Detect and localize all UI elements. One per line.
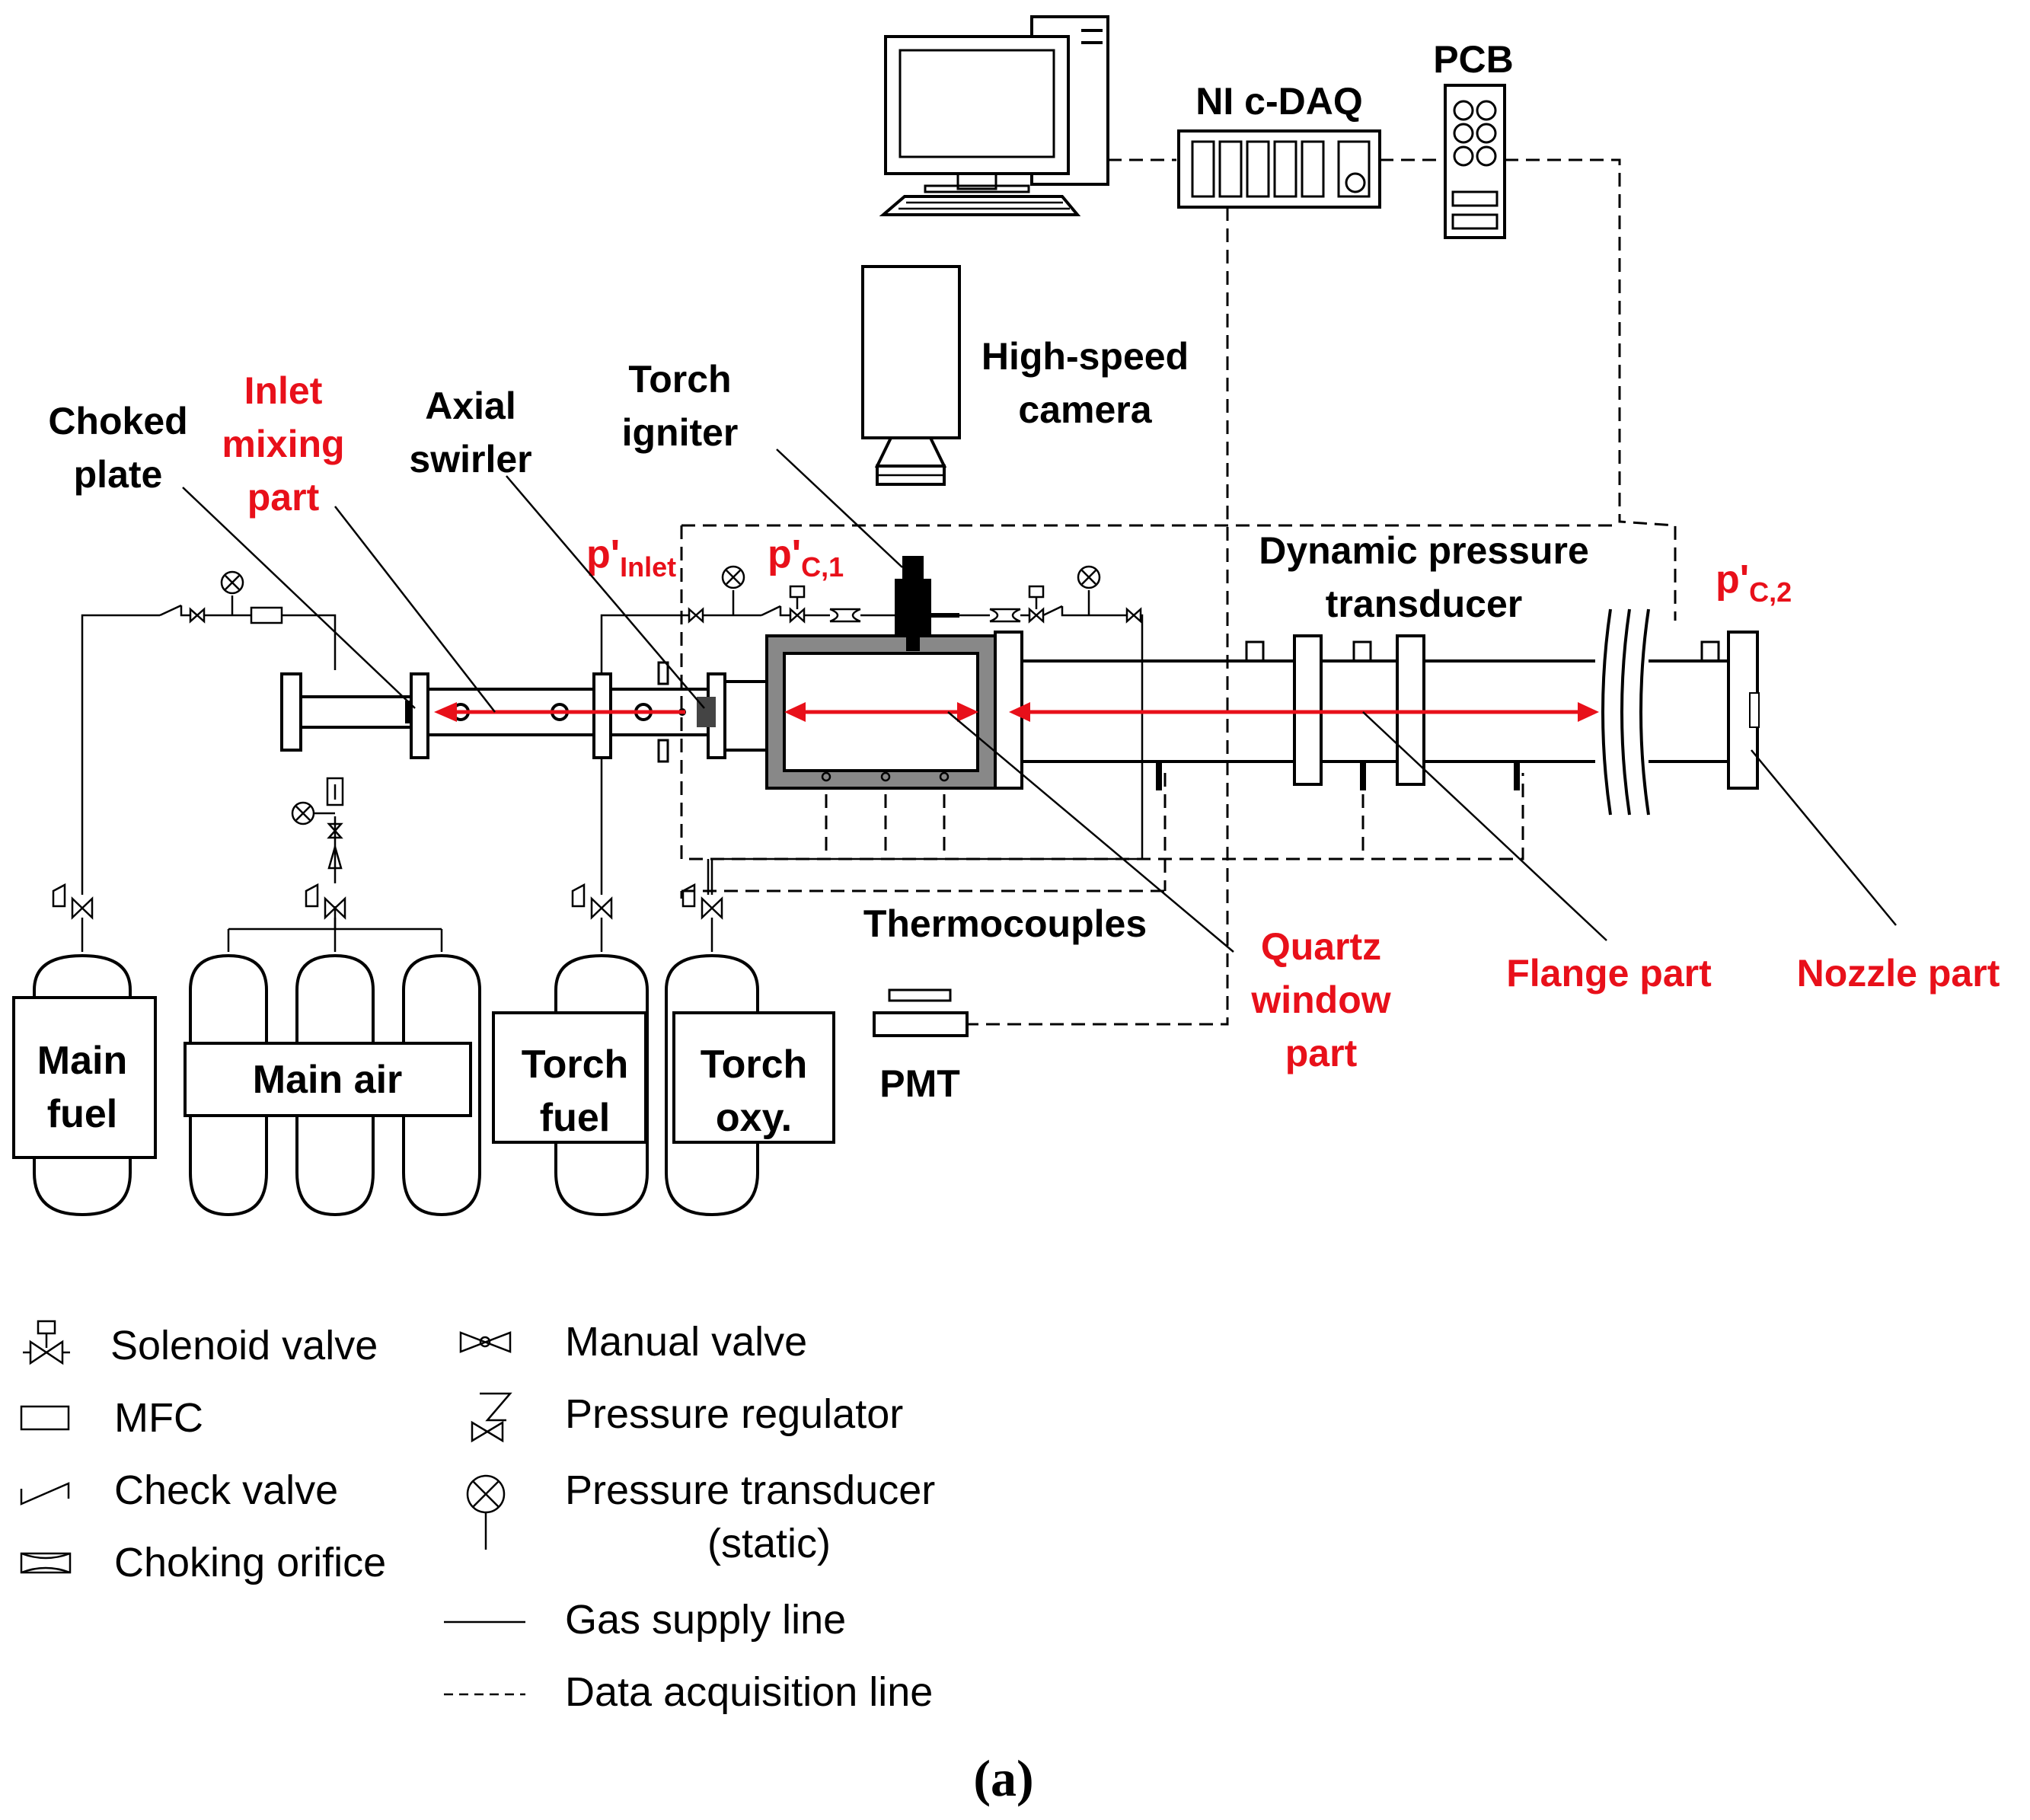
p-inlet-label: p'Inlet (586, 532, 676, 583)
pressure-transducer-icon (466, 1474, 506, 1550)
torch-igniter-label-line2: igniter (622, 411, 739, 454)
manual-valve-icon (327, 822, 343, 839)
choking-orifice-icon (829, 608, 861, 623)
manual-valve-icon (1125, 607, 1142, 624)
nozzle-part-label: Nozzle part (1797, 952, 2000, 995)
legend: Solenoid valve MFC Check valve Choking o… (20, 1319, 935, 1715)
torch-oxy-label-line2: oxy. (716, 1096, 792, 1140)
choking-orifice-icon (989, 608, 1021, 623)
main-fuel-label-line2: fuel (47, 1092, 117, 1136)
ni-daq-icon (1177, 129, 1381, 209)
thermocouples-label: Thermocouples (863, 902, 1147, 945)
p-c1-label: p'C,1 (768, 532, 844, 583)
mfc-icon (20, 1405, 70, 1431)
choked-plate-icon (405, 701, 413, 723)
solenoid-valve-icon (789, 607, 806, 624)
main-air-label: Main air (253, 1058, 403, 1102)
break-marks (1601, 608, 1650, 816)
torch-fuel-label-line2: fuel (540, 1096, 610, 1140)
torch-fuel-label-line1: Torch (522, 1043, 629, 1087)
pmt-icon (873, 988, 969, 1037)
choking-orifice-icon (20, 1552, 72, 1574)
mfc-icon (250, 606, 283, 624)
torch-igniter-icon (895, 556, 959, 651)
axial-swirler-label-line1: Axial (425, 385, 516, 427)
dynamic-pressure-label-line2: transducer (1326, 583, 1522, 625)
main-fuel-tank (12, 953, 157, 1217)
pcb-label: PCB (1433, 38, 1514, 81)
axial-swirler-label-line2: swirler (409, 438, 531, 481)
torch-oxy-tank (665, 953, 835, 1217)
camera-label-line2: camera (1018, 388, 1152, 431)
quartz-label-line1: Quartz (1261, 925, 1381, 968)
legend-choking-orifice: Choking orifice (114, 1540, 386, 1585)
torch-oxy-label-line1: Torch (701, 1043, 808, 1087)
torch-igniter-label-line1: Torch (628, 358, 731, 401)
legend-data-acquisition-line: Data acquisition line (565, 1669, 933, 1715)
main-air-tanks (184, 953, 481, 1217)
camera-label-line1: High-speed (981, 335, 1189, 378)
solenoid-valve-icons (52, 883, 723, 952)
inlet-mixing-label-line1: Inlet (244, 369, 323, 412)
flange-part-label: Flange part (1506, 952, 1712, 995)
inlet-mixing-label-line3: part (247, 476, 320, 519)
computer-icon (879, 15, 1109, 216)
manual-valve-icon (688, 607, 704, 624)
figure-caption: (a) (973, 1749, 1033, 1807)
pmt-label: PMT (879, 1062, 960, 1105)
nozzle-section (1649, 631, 1760, 790)
solenoid-valve-icon (23, 1320, 70, 1365)
daq-line-daq-to-pmt (967, 207, 1229, 1026)
choked-plate-label-line2: plate (74, 453, 163, 496)
length-arrows (434, 702, 1599, 722)
quartz-label-line2: window (1250, 979, 1390, 1021)
pressure-transducer-icon (1077, 565, 1101, 589)
quartz-label-line3: part (1285, 1032, 1358, 1074)
daq-line-pcb-to-transducers (1505, 158, 1677, 621)
choked-plate-label-line1: Choked (48, 400, 187, 442)
legend-pressure-transducer-line2: (static) (707, 1521, 831, 1566)
inlet-mixing-section (280, 661, 768, 763)
pressure-transducer-icon (721, 565, 745, 589)
gas-line-main-fuel (81, 614, 160, 895)
legend-check-valve: Check valve (114, 1467, 338, 1513)
torch-fuel-tank (492, 953, 649, 1217)
legend-mfc: MFC (114, 1395, 203, 1441)
legend-solenoid-valve: Solenoid valve (110, 1323, 378, 1368)
manual-valve-icon (189, 607, 206, 624)
pressure-regulator-icon (471, 1392, 512, 1443)
ni-daq-label: NI c-DAQ (1195, 80, 1362, 123)
dynamic-pressure-label-line1: Dynamic pressure (1259, 529, 1589, 572)
pcb-icon (1444, 84, 1506, 239)
legend-gas-supply-line: Gas supply line (565, 1597, 846, 1643)
manual-valve-icon (459, 1331, 512, 1353)
legend-pressure-regulator: Pressure regulator (565, 1391, 903, 1437)
p-c2-label: p'C,2 (1716, 557, 1792, 608)
high-speed-camera-icon (861, 265, 961, 486)
gas-line-torch-fuel (600, 614, 689, 895)
check-valve-icon (20, 1482, 70, 1505)
inlet-mixing-label-line2: mixing (222, 423, 344, 465)
main-fuel-label-line1: Main (37, 1039, 127, 1083)
legend-manual-valve: Manual valve (565, 1319, 807, 1365)
pressure-transducer-icon (220, 570, 244, 595)
solenoid-valve-icon (1028, 607, 1045, 624)
legend-pressure-transducer-line1: Pressure transducer (565, 1467, 935, 1513)
leader-lines (182, 449, 1897, 953)
